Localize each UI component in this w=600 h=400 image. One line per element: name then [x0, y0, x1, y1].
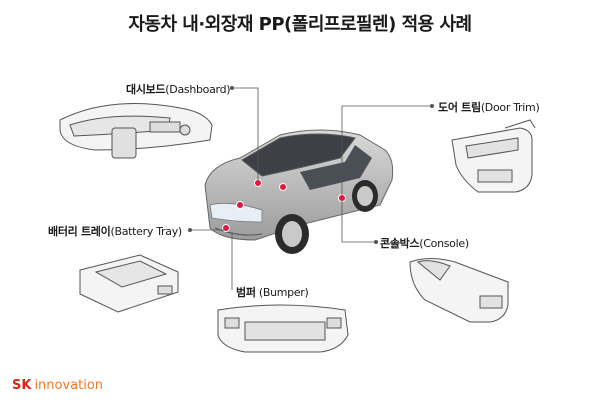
label-battery-tray-en: (Battery Tray): [110, 225, 182, 238]
console-part-drawing: [409, 258, 509, 323]
label-bumper-en: (Bumper): [255, 286, 309, 299]
leader-lines: [190, 87, 432, 290]
marker-dashboard: [254, 179, 262, 187]
logo-suffix: innovation: [34, 378, 104, 393]
page-title: 자동차 내·외장재 PP(폴리프로필렌) 적용 사례: [128, 14, 472, 35]
marker-bumper: [222, 224, 230, 232]
label-console: 콘솔박스(Console): [380, 235, 469, 251]
part-markers: [222, 179, 346, 232]
label-door-trim: 도어 트림(Door Trim): [438, 99, 540, 115]
dashboard-part-drawing: [59, 103, 213, 159]
door-trim-part-drawing: [451, 119, 536, 193]
label-dashboard-en: (Dashboard): [165, 83, 231, 96]
label-door-trim-ko: 도어 트림: [438, 101, 481, 114]
label-dashboard-ko: 대시보드: [126, 83, 166, 96]
label-door-trim-en: (Door Trim): [480, 101, 540, 114]
marker-battery-tray: [236, 201, 244, 209]
bumper-part-drawing: [217, 304, 349, 353]
label-console-ko: 콘솔박스: [380, 237, 420, 250]
label-dashboard: 대시보드(Dashboard): [126, 81, 231, 97]
label-console-en: (Console): [419, 237, 469, 250]
label-bumper-ko: 범퍼: [236, 286, 256, 299]
label-battery-tray: 배터리 트레이(Battery Tray): [48, 223, 182, 239]
marker-door-trim: [279, 183, 287, 191]
label-bumper: 범퍼 (Bumper): [236, 284, 309, 300]
car-drawing: [204, 129, 394, 254]
battery-tray-part-drawing: [79, 254, 179, 313]
label-battery-tray-ko: 배터리 트레이: [48, 225, 111, 238]
logo-brand: SK: [12, 378, 32, 393]
